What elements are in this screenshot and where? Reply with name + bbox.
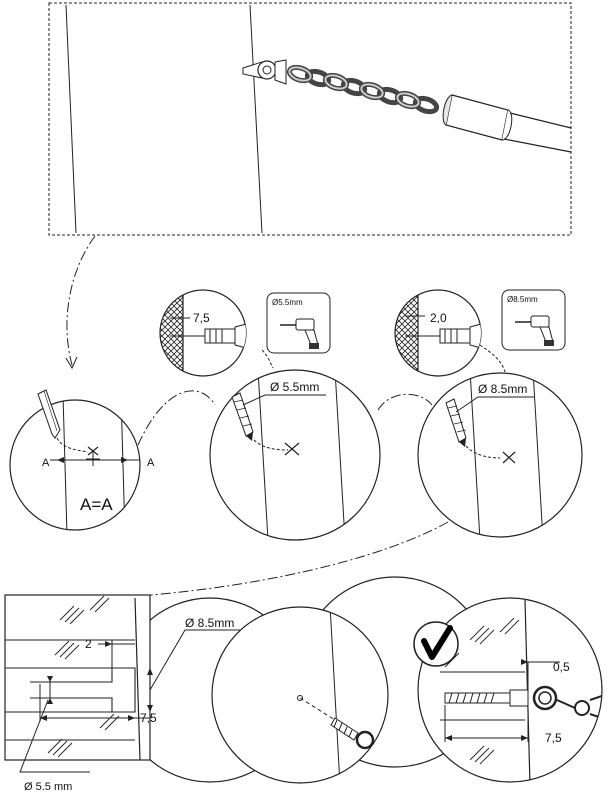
drill-bit-icon [231,392,254,441]
checkmark-icon [413,621,459,667]
step1-mark-circle: A A A=A [9,389,155,531]
pencil-icon [37,389,61,439]
step2-drill-dim: Ø 5.5mm [270,380,319,394]
section-view: 2 7,5 Ø 8.5mm Ø 5.5 mm [4,594,240,793]
section-dim-small-diameter: Ø 5.5 mm [24,781,72,793]
drill-icon [515,315,554,346]
overview-panel [48,2,572,236]
final-dim-gap: 0,5 [553,660,570,674]
screw-insert-circle [211,606,389,784]
drill-icon [280,318,319,349]
step2-badge-label: Ø5.5mm [272,298,303,307]
section-dim-diameter: Ø 8.5mm [185,616,234,630]
step2-drill-badge: Ø5.5mm [266,292,331,354]
step2-inset-dim: 7,5 [193,311,210,325]
label-a-right: A [147,457,155,469]
chain-illustration [242,59,572,153]
label-a-left: A [42,457,50,469]
step3-inset-dim: 2,0 [430,311,447,325]
step3-drill-circle: Ø 8.5mm [417,372,583,538]
screw-eye-icon [330,717,375,750]
final-result-circle: 0,5 7,5 [413,597,603,783]
section-dim-length: 7,5 [140,711,157,725]
final-dim-length: 7,5 [545,731,562,745]
equation-text: A=A [80,495,113,514]
step2-drill-circle: Ø 5.5mm [209,369,381,541]
step3-badge-label: Ø8.5mm [507,295,538,304]
drill-bit-icon [445,398,467,447]
step3-inset-circle: 2,0 [394,289,482,377]
step2-inset-circle: 7,5 [159,289,247,377]
step3-drill-dim: Ø 8.5mm [478,382,527,396]
step3-drill-badge: Ø8.5mm [501,289,566,351]
section-dim-depth: 2 [85,637,92,651]
